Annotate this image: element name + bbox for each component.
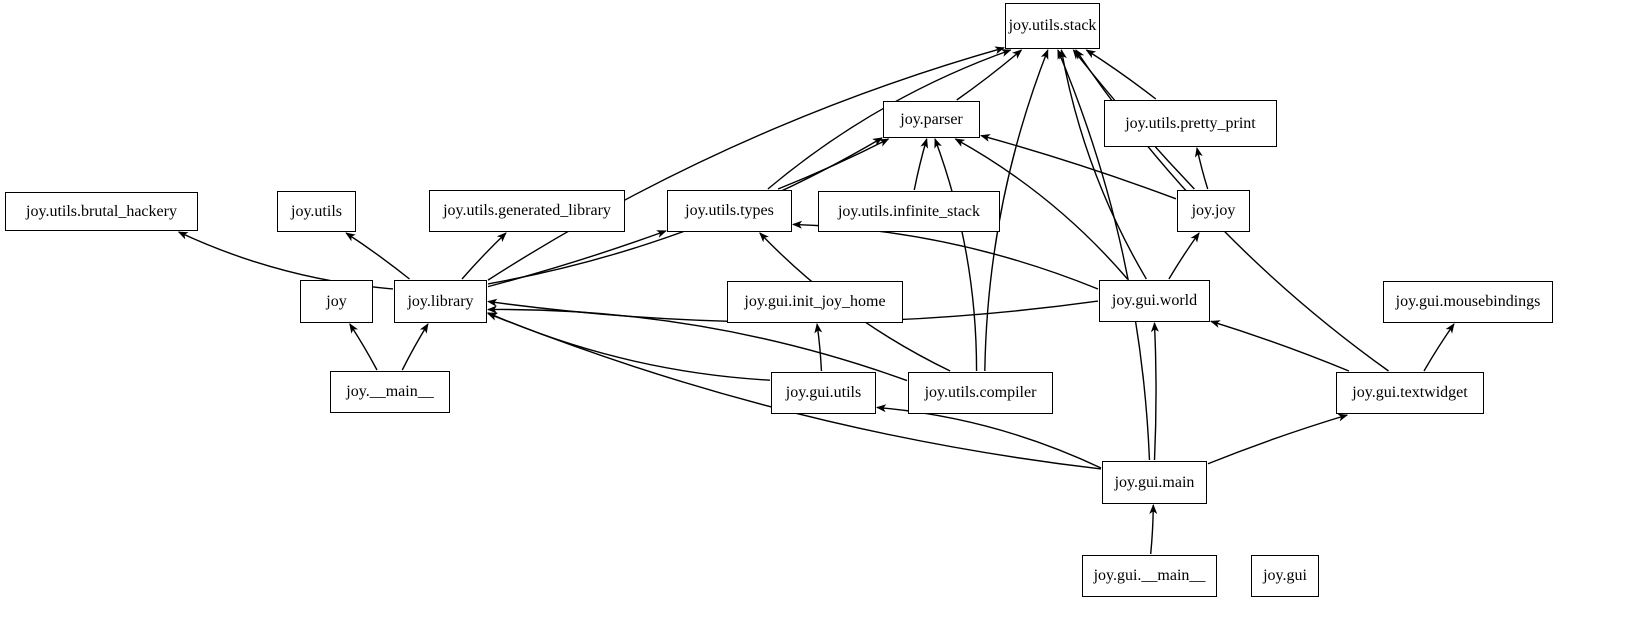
graph-node-label: joy.library bbox=[407, 292, 474, 310]
graph-node-label: joy bbox=[326, 292, 347, 310]
graph-node-joy-gui-world[interactable]: joy.gui.world bbox=[1099, 280, 1210, 322]
graph-edge-joy-gui-world-to-joy-parser bbox=[954, 138, 1129, 280]
graph-node-label: joy.utils.pretty_print bbox=[1125, 114, 1256, 132]
graph-node-joy-utils[interactable]: joy.utils bbox=[277, 191, 356, 232]
graph-edge-joy-utils-compiler-to-joy-utils-stack bbox=[984, 49, 1049, 372]
graph-edge-joy-joy-to-joy-utils-pretty-print bbox=[1194, 147, 1209, 190]
graph-node-joy-utils-compiler[interactable]: joy.utils.compiler bbox=[908, 372, 1053, 414]
graph-node-joy-utils-stack[interactable]: joy.utils.stack bbox=[1005, 3, 1100, 49]
graph-edge-joy-gui-textwidget-to-joy-gui-world bbox=[1210, 320, 1350, 372]
graph-node-label: joy.utils.stack bbox=[1008, 17, 1097, 34]
graph-edge-joy-gui-main-to-joy-gui-textwidget bbox=[1207, 413, 1349, 465]
graph-node-label: joy.gui bbox=[1263, 567, 1307, 584]
graph-edge-joy-gui-main-to-joy-gui-utils bbox=[876, 404, 1102, 469]
graph-edge-joy-gui-main-to-joy-gui-world bbox=[1150, 322, 1159, 461]
graph-node-label: joy.utils.generated_library bbox=[443, 202, 611, 219]
graph-node-label: joy.parser bbox=[900, 110, 963, 128]
graph-edge-joy-utils-compiler-to-joy-library bbox=[487, 305, 908, 382]
graph-edge-joy-utils-types-to-joy-parser bbox=[777, 138, 890, 190]
graph-node-label: joy.gui.textwidget bbox=[1352, 384, 1468, 401]
graph-node-joy-gui-textwidget[interactable]: joy.gui.textwidget bbox=[1336, 372, 1484, 414]
graph-node-joy-gui-utils[interactable]: joy.gui.utils bbox=[771, 372, 876, 414]
graph-edge-joy-gui-utils-to-joy-gui-init-joy-home bbox=[814, 323, 823, 372]
graph-node-joy-joy[interactable]: joy.joy bbox=[1177, 190, 1250, 232]
graph-node-label: joy.utils.types bbox=[685, 202, 774, 219]
graph-node-joy-gui-mousebindings[interactable]: joy.gui.mousebindings bbox=[1383, 281, 1553, 323]
graph-node-joy-gui-main[interactable]: joy.gui.main bbox=[1102, 461, 1207, 504]
graph-node-joy-utils-pretty-print[interactable]: joy.utils.pretty_print bbox=[1104, 100, 1277, 147]
graph-node-joy-gui-init-joy-home[interactable]: joy.gui.init_joy_home bbox=[727, 281, 903, 323]
graph-node-joy-utils-brutal-hackery[interactable]: joy.utils.brutal_hackery bbox=[5, 192, 198, 231]
graph-edge-joy-joy-to-joy-parser bbox=[980, 134, 1177, 200]
graph-edge-joy-main--to-joy-library bbox=[401, 323, 429, 371]
graph-node-joy-library[interactable]: joy.library bbox=[394, 280, 487, 323]
graph-node-label: joy.gui.__main__ bbox=[1093, 567, 1206, 584]
graph-node-joy-gui[interactable]: joy.gui bbox=[1251, 555, 1319, 597]
graph-node-label: joy.utils.brutal_hackery bbox=[26, 202, 177, 220]
graph-edge-joy-utils-pretty-print-to-joy-utils-stack bbox=[1085, 49, 1157, 100]
graph-node-label: joy.joy bbox=[1191, 202, 1236, 219]
graph-node-label: joy.utils bbox=[291, 202, 342, 220]
graph-node-joy-gui-main[interactable]: joy.gui.__main__ bbox=[1082, 555, 1217, 597]
graph-edge-joy-gui-world-to-joy-joy bbox=[1168, 232, 1200, 280]
graph-node-label: joy.gui.utils bbox=[785, 384, 862, 401]
graph-node-joy-parser[interactable]: joy.parser bbox=[883, 101, 980, 138]
graph-node-label: joy.gui.world bbox=[1111, 292, 1198, 309]
graph-edge-joy-gui-textwidget-to-joy-gui-mousebindings bbox=[1423, 323, 1455, 372]
graph-node-joy-utils-types[interactable]: joy.utils.types bbox=[667, 190, 792, 232]
graph-node-joy[interactable]: joy bbox=[300, 280, 373, 323]
graph-edge-joy-utils-compiler-to-joy-parser bbox=[934, 138, 978, 372]
graph-edge-joy-gui-world-to-joy-utils-stack bbox=[1059, 49, 1147, 280]
graph-edge-joy-library-to-joy-utils-stack bbox=[487, 46, 1005, 281]
graph-edge-joy-gui-main--to-joy-gui-main bbox=[1149, 504, 1158, 555]
graph-edge-joy-library-to-joy-utils bbox=[345, 232, 410, 280]
graph-node-label: joy.__main__ bbox=[346, 383, 434, 400]
graph-node-label: joy.gui.main bbox=[1114, 473, 1195, 491]
graph-node-label: joy.gui.init_joy_home bbox=[744, 293, 886, 310]
graph-edge-joy-gui-main-to-joy-utils-stack bbox=[1057, 49, 1151, 461]
graph-edge-joy-gui-world-to-joy-utils-types bbox=[792, 220, 1099, 290]
graph-edge-joy-utils-infinite-stack-to-joy-parser bbox=[913, 138, 929, 191]
graph-node-joy-utils-generated-library[interactable]: joy.utils.generated_library bbox=[429, 190, 625, 232]
graph-edge-joy-parser-to-joy-utils-stack bbox=[956, 49, 1023, 101]
graph-edge-joy-library-to-joy-utils-types bbox=[487, 230, 667, 288]
graph-node-label: joy.utils.infinite_stack bbox=[837, 202, 981, 220]
graph-node-label: joy.utils.compiler bbox=[924, 384, 1037, 401]
graph-node-label: joy.gui.mousebindings bbox=[1395, 293, 1541, 310]
graph-node-joy-utils-infinite-stack[interactable]: joy.utils.infinite_stack bbox=[818, 191, 1000, 232]
graph-edge-joy-library-to-joy-utils-generated-library bbox=[461, 232, 507, 280]
graph-edge-joy-main--to-joy bbox=[349, 323, 378, 371]
graph-node-joy-main[interactable]: joy.__main__ bbox=[330, 371, 450, 413]
